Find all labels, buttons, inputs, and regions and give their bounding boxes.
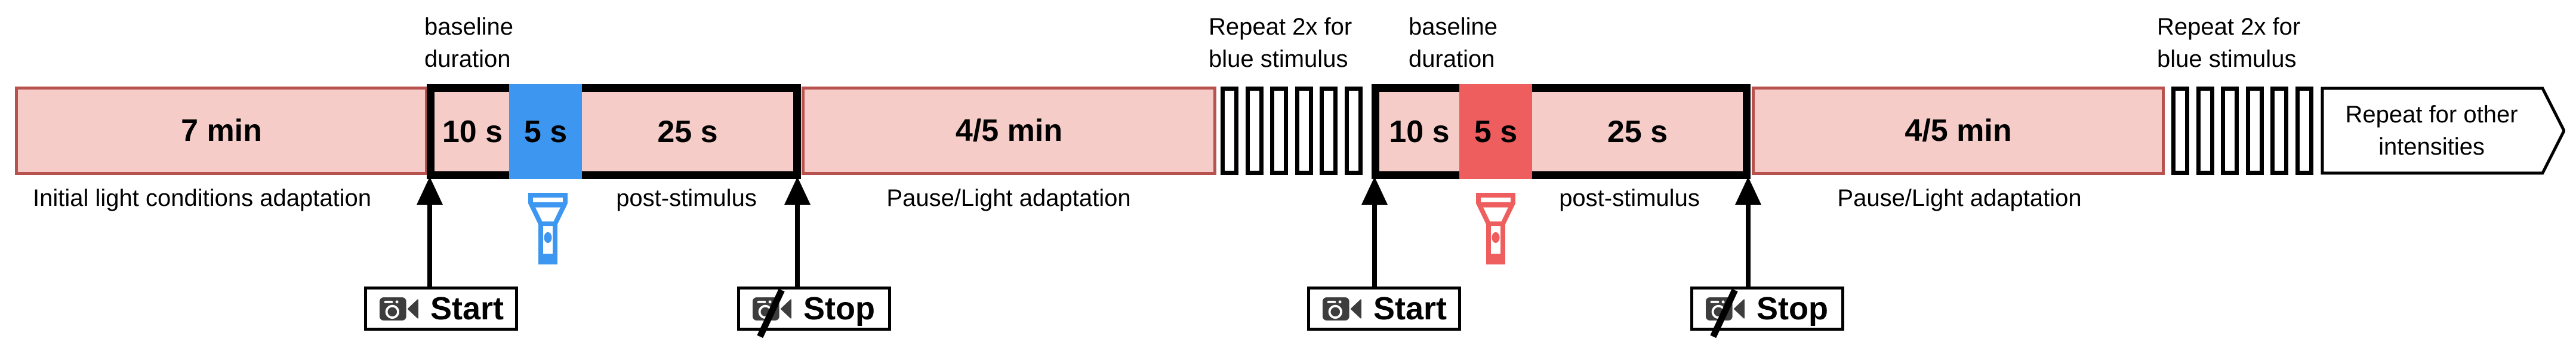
flashlight-icon-blue — [528, 193, 568, 264]
segment-post-stimulus-2: 25 s — [1607, 114, 1668, 149]
repeat-stripe — [1246, 87, 1264, 175]
segment-initial-adaptation: 7 min — [15, 87, 428, 175]
stop-button-label: Stop — [1757, 291, 1828, 327]
start-button-2: Start — [1307, 287, 1461, 331]
flashlight-icon-red — [1476, 193, 1515, 264]
stop-arrow-line-1 — [795, 204, 800, 288]
trial-frame-2: 10 s 25 s — [1372, 84, 1751, 179]
segment-pause-1-label: 4/5 min — [955, 113, 1063, 148]
segment-pause-2: 4/5 min — [1752, 87, 2165, 175]
video-camera-slash-icon — [1705, 288, 1745, 338]
segment-stimulus-blue: 5 s — [509, 84, 582, 179]
repeat-stripe — [2270, 87, 2288, 175]
caption-post-stimulus-2: post-stimulus — [1559, 185, 1700, 211]
start-arrow-head-1 — [417, 177, 443, 205]
segment-stimulus-red: 5 s — [1459, 84, 1532, 179]
repeat-stripe — [2221, 87, 2239, 175]
stop-button-label: Stop — [803, 291, 875, 327]
trial-frame-1: 10 s 25 s — [427, 84, 801, 179]
start-button-label: Start — [430, 291, 504, 327]
caption-initial-adaptation: Initial light conditions adaptation — [33, 185, 372, 211]
repeat-stripe — [1345, 87, 1363, 175]
segment-pause-2-label: 4/5 min — [1905, 113, 2012, 148]
repeat-other-intensities-label: Repeat for other intensities — [2345, 101, 2518, 160]
stop-arrow-head-2 — [1735, 177, 1761, 205]
start-arrow-line-2 — [1372, 204, 1377, 288]
start-arrow-head-2 — [1361, 177, 1388, 205]
caption-pause-2: Pause/Light adaptation — [1837, 185, 2082, 211]
start-arrow-line-1 — [427, 204, 432, 288]
segment-baseline-2: 10 s — [1389, 114, 1450, 149]
repeat-other-intensities-marker — [2321, 87, 2566, 175]
segment-baseline-1: 10 s — [442, 114, 503, 149]
repeat-stripe — [2246, 87, 2264, 175]
start-button-label: Start — [1373, 291, 1447, 327]
repeat-stripe — [1295, 87, 1313, 175]
repeat-stripe — [2196, 87, 2214, 175]
start-button-1: Start — [364, 287, 518, 331]
repeat-stripe — [1320, 87, 1338, 175]
stop-button-1: Stop — [737, 287, 891, 338]
video-camera-icon — [1322, 295, 1362, 323]
stop-arrow-line-2 — [1746, 204, 1751, 288]
stop-button-2: Stop — [1690, 287, 1844, 338]
video-camera-slash-icon — [752, 288, 792, 338]
caption-pause-1: Pause/Light adaptation — [886, 185, 1131, 211]
repeat-stripe — [2295, 87, 2313, 175]
segment-pause-1: 4/5 min — [802, 87, 1216, 175]
repeat-stripe — [2171, 87, 2189, 175]
repeat-stripe — [1221, 87, 1238, 175]
video-camera-icon — [379, 295, 419, 323]
stop-arrow-head-1 — [784, 177, 811, 205]
repeat-stripe — [1270, 87, 1288, 175]
segment-initial-adaptation-label: 7 min — [181, 113, 262, 148]
segment-post-stimulus-1: 25 s — [657, 114, 718, 149]
caption-post-stimulus-1: post-stimulus — [616, 185, 757, 211]
